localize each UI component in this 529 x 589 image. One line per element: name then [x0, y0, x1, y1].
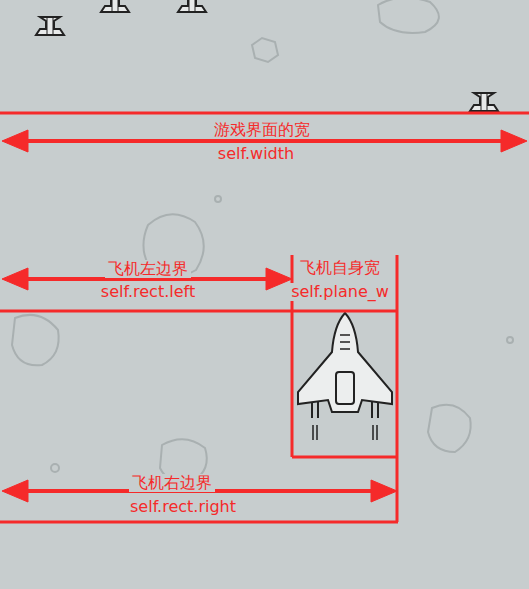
measure-lines: [0, 113, 529, 522]
annotation-label: 飞机右边界: [129, 474, 215, 492]
player-plane: [298, 313, 392, 440]
annotation-label: self.width: [215, 145, 297, 163]
annotation-label: 飞机左边界: [105, 260, 191, 278]
enemy-planes: [36, 0, 498, 111]
annotation-label: 游戏界面的宽: [211, 121, 313, 139]
annotation-label: 飞机自身宽: [297, 259, 383, 277]
annotation-label: self.rect.right: [127, 498, 239, 516]
annotation-label: self.plane_w: [288, 283, 392, 301]
annotation-label: self.rect.left: [98, 283, 198, 301]
measure-arrows: [2, 130, 527, 502]
asteroids: [12, 0, 513, 482]
